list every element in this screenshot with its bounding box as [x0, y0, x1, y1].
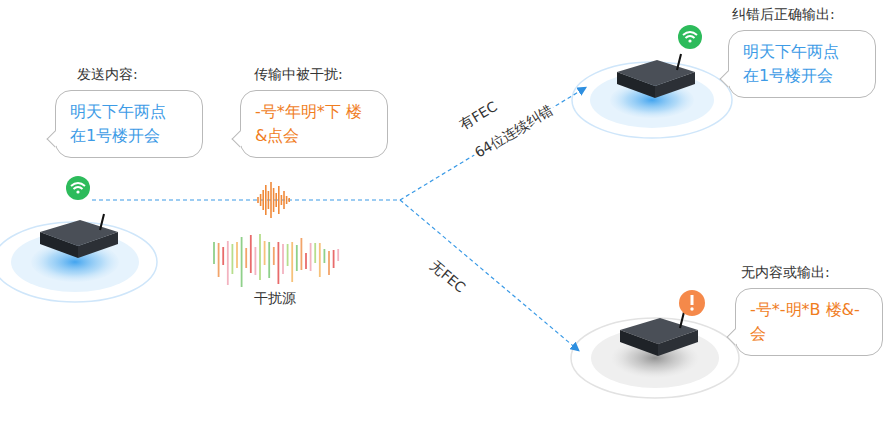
- wave-stroke: [275, 193, 277, 207]
- noise-stroke: [287, 244, 289, 266]
- noise-stroke: [296, 245, 298, 271]
- signal-ripple: [0, 62, 739, 398]
- noise-stroke: [222, 247, 224, 265]
- noise-stroke: [213, 242, 215, 264]
- noise-stroke: [273, 247, 275, 265]
- wave-stroke: [257, 197, 259, 203]
- wave-stroke: [268, 191, 270, 209]
- noise-stroke: [268, 242, 270, 278]
- callout-bubble: 发送内容: 明天下午两点 在1号楼开会: [55, 66, 203, 158]
- noise-stroke: [218, 243, 220, 277]
- bubble-outline: -号*年明*下 楼&点会: [240, 90, 388, 158]
- interference-source: [214, 234, 338, 287]
- noise-stroke: [254, 247, 256, 275]
- source-label: 干扰源: [252, 290, 298, 308]
- callout-heading: 无内容或输出:: [735, 264, 883, 282]
- noise-stroke: [328, 251, 330, 275]
- wave-stroke: [283, 191, 285, 209]
- message-text: -号*年明*下 楼&点会: [255, 102, 362, 145]
- message-text: -号*-明*B 楼&-会: [750, 300, 860, 343]
- wave-stroke: [262, 190, 264, 210]
- wifi-icon: [66, 25, 702, 200]
- noise-stroke: [282, 244, 284, 274]
- callout-bubble: 传输中被干扰: -号*年明*下 楼&点会: [240, 66, 388, 158]
- noise-stroke: [310, 243, 312, 271]
- bubble-outline: 明天下午两点 在1号楼开会: [728, 30, 876, 98]
- wave-stroke: [281, 195, 283, 205]
- noise-stroke: [231, 244, 233, 274]
- wave-stroke: [265, 185, 267, 215]
- noise-stroke: [236, 242, 238, 268]
- noise-stroke: [259, 234, 261, 280]
- wave-stroke: [288, 198, 290, 202]
- noise-stroke: [319, 243, 321, 277]
- message-text: 明天下午两点 在1号楼开会: [70, 102, 166, 145]
- noise-stroke: [300, 238, 302, 270]
- noise-stroke: [333, 250, 335, 268]
- noise-stroke: [264, 241, 266, 265]
- noise-stroke: [250, 235, 252, 273]
- callout-heading: 传输中被干扰:: [240, 66, 388, 84]
- wave-stroke: [286, 196, 288, 204]
- noise-stroke: [337, 249, 339, 261]
- noise-stroke: [305, 253, 307, 269]
- noise-stroke: [314, 243, 316, 263]
- warning-icon: [679, 290, 705, 316]
- callout-bubble: 无内容或输出: -号*-明*B 楼&-会: [735, 264, 883, 356]
- path-label: 有FEC: [455, 97, 503, 135]
- callout-heading: 纠错后正确输出:: [728, 6, 876, 24]
- noise-stroke: [323, 249, 325, 263]
- wave-stroke: [270, 182, 272, 218]
- message-text: 明天下午两点 在1号楼开会: [743, 42, 839, 85]
- wave-stroke: [260, 194, 262, 206]
- noise-stroke: [291, 242, 293, 282]
- noise-stroke: [227, 241, 229, 285]
- interference-wave: [258, 182, 289, 218]
- wave-stroke: [273, 188, 275, 212]
- noise-stroke: [241, 237, 243, 287]
- callout-heading: 发送内容:: [55, 66, 203, 84]
- radio-device: [40, 54, 698, 356]
- bubble-outline: 明天下午两点 在1号楼开会: [55, 90, 203, 158]
- noise-stroke: [245, 248, 247, 268]
- wave-stroke: [278, 186, 280, 214]
- path-label: 无FEC: [424, 256, 470, 299]
- bubble-outline: -号*-明*B 楼&-会: [735, 288, 883, 356]
- noise-stroke: [277, 242, 279, 284]
- callout-bubble: 纠错后正确输出: 明天下午两点 在1号楼开会: [728, 6, 876, 98]
